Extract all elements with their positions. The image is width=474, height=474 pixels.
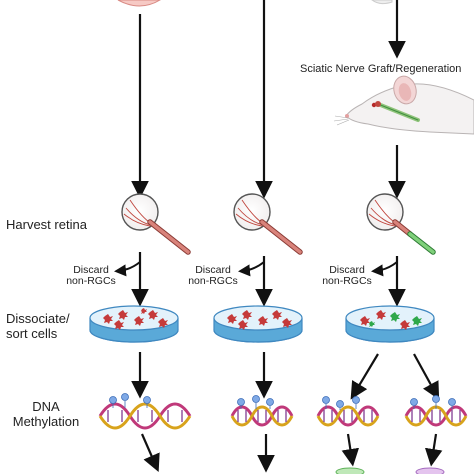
step-dissociate-sort: Dissociate/ sort cells [6,311,70,341]
arrow-col3-left-bottom [341,433,360,467]
petri-dish-icon-col3 [345,305,435,343]
step-dna-line1: DNA [32,399,60,414]
discard-arrow-col1 [114,261,141,277]
arrow-col3-dna-left [350,353,379,400]
discard-line1: Discard [195,264,231,276]
arrow-col3-dna-right [413,353,440,400]
step-dna-line2: Methylation [12,414,80,429]
discard-label-col2: Discard non-RGCs [184,265,242,287]
discard-line2: non-RGCs [188,275,238,287]
graft-label: Sciatic Nerve Graft/Regeneration [300,63,462,75]
output-blob-purple [415,467,445,474]
retina-icon-col2 [233,193,303,255]
petri-dish-icon-col1 [89,305,179,343]
arrow-col1-bottom [140,433,160,473]
step-harvest-retina: Harvest retina [6,217,87,232]
dna-helix-icon-col3-left [316,396,380,427]
discard-arrow-col2 [238,261,265,277]
retina-icon-col1 [121,193,191,255]
methyl-group-icon [109,393,151,404]
dna-helix-icon-col1 [98,393,192,430]
discard-line2: non-RGCs [66,275,116,287]
discard-line1: Discard [329,264,365,276]
dna-helix-icon-col3-right [404,395,468,427]
petri-dish-icon-col2 [213,305,303,343]
discard-line1: Discard [73,264,109,276]
source-shape-right [371,0,393,5]
retina-icon-col3 [366,193,436,255]
arrow-col3-right-bottom [424,433,443,467]
step-dissociate-line2: sort cells [6,326,58,341]
rat-icon [333,75,474,135]
output-blob-green [335,467,365,474]
discard-label-col1: Discard non-RGCs [62,265,120,287]
source-shape-left [117,0,161,7]
discard-arrow-col3 [371,261,398,277]
discard-line2: non-RGCs [322,275,372,287]
step-dna-methylation: DNA Methylation [6,399,86,429]
dna-helix-icon-col2 [230,395,294,427]
discard-label-col3: Discard non-RGCs [318,265,376,287]
step-dissociate-line1: Dissociate/ [6,311,70,326]
